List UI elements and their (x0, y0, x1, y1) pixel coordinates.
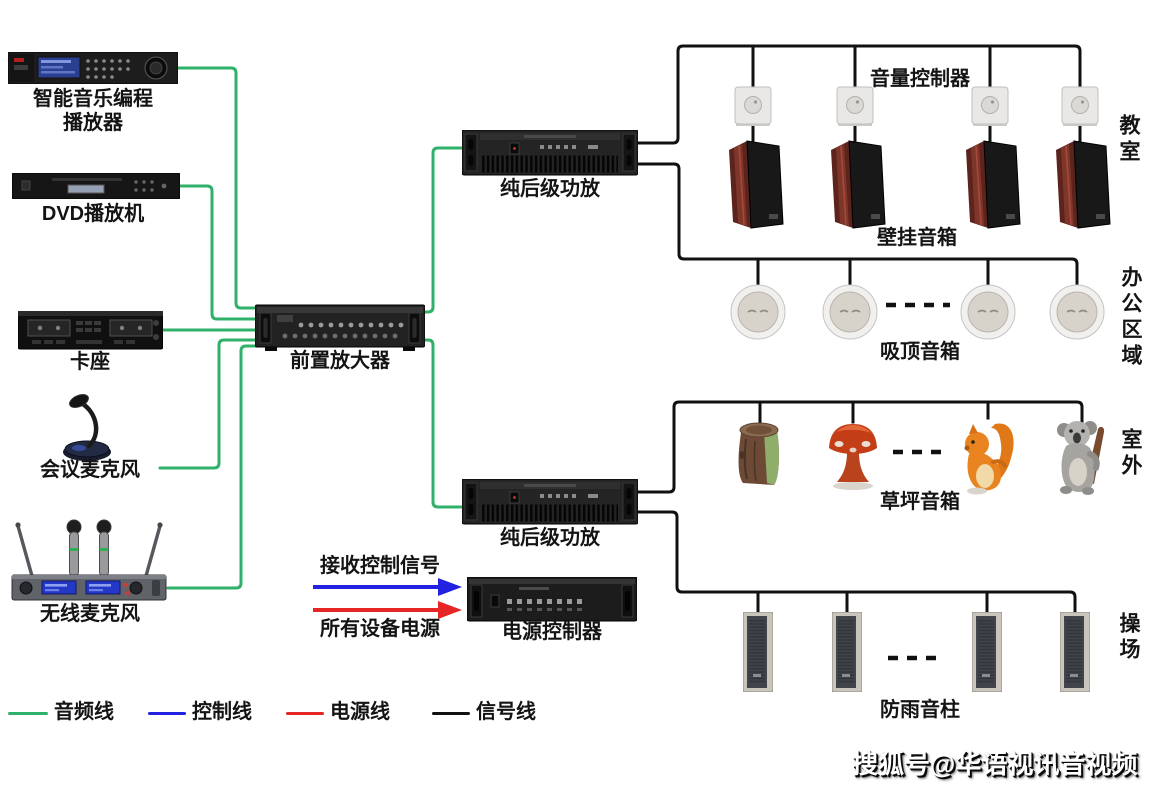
legend-audio-line-label: 音频线 (54, 701, 114, 723)
audio-line-preamp-to-amp-top (420, 146, 467, 314)
lawn-speaker-koala-image (1056, 414, 1108, 503)
zone-label-office: 办公区域 (1119, 266, 1142, 370)
column-speaker-label: 防雨音柱 (880, 699, 960, 721)
ceiling-speaker-label: 吸顶音箱 (880, 341, 960, 363)
wall-speaker-image (823, 138, 887, 237)
watermark-text: 搜狐号@华语视讯音视频 (852, 749, 1138, 779)
wall-speaker-image (721, 138, 785, 237)
zone-label-classroom: 教室 (1117, 114, 1140, 166)
column-speaker-image (1059, 611, 1091, 697)
lawn-speaker-label: 草坪音箱 (880, 491, 960, 513)
column-speaker-image (831, 611, 863, 697)
legend-signal-line-label: 信号线 (476, 701, 536, 723)
volume-controller-image (1061, 86, 1099, 133)
legend-audio-line-swatch (8, 712, 48, 715)
signal-bus-outdoor (634, 400, 1084, 494)
conference-mic-label: 会议麦克风 (40, 459, 140, 481)
legend-control-line-swatch (148, 712, 186, 715)
audio-line-confmic-to-preamp (158, 338, 260, 470)
wall-speaker-label: 壁挂音箱 (877, 227, 957, 249)
audio-line-music-to-preamp (174, 66, 260, 310)
legend-power-line-label: 电源线 (330, 701, 390, 723)
legend-control-line-label: 控制线 (192, 701, 252, 723)
volume-controller-image (734, 86, 772, 133)
ceiling-speaker-image (1049, 284, 1105, 345)
signal-bus-office (634, 162, 1079, 288)
audio-line-dvd-to-preamp (176, 184, 260, 321)
signal-bus-playground (634, 510, 1077, 615)
power-arrow-label: 所有设备电源 (320, 618, 440, 640)
legend-power-line-swatch (286, 712, 324, 715)
cassette-deck-label: 卡座 (70, 351, 110, 373)
volume-controller-label: 音量控制器 (870, 68, 970, 90)
ceiling-speaker-image (960, 284, 1016, 345)
wall-speaker-image (1048, 138, 1112, 237)
column-speaker-image (742, 611, 774, 697)
power-amp-bottom-image (461, 478, 639, 531)
preamplifier-image (254, 303, 426, 356)
lawn-speaker-squirrel-image (955, 414, 1019, 501)
wall-speaker-image (958, 138, 1022, 237)
power-amp-top-label: 纯后级功放 (500, 178, 600, 200)
conference-mic-image (55, 388, 117, 467)
music-player-label-line1: 智能音乐编程 (33, 88, 153, 110)
preamplifier-label: 前置放大器 (290, 350, 390, 372)
legend-signal-line-swatch (432, 712, 470, 715)
ceiling-speaker-image (822, 284, 878, 345)
lawn-speaker-mushroom-image (826, 420, 880, 495)
cassette-deck-image (17, 310, 164, 356)
power-controller-image (466, 576, 638, 628)
volume-controller-image (836, 86, 874, 133)
control-arrow-label: 接收控制信号 (320, 555, 440, 577)
music-player-image (7, 51, 179, 89)
ceiling-speaker-image (730, 284, 786, 345)
power-amp-bottom-label: 纯后级功放 (500, 527, 600, 549)
column-speaker-image (971, 611, 1003, 697)
volume-controller-image (971, 86, 1009, 133)
wireless-mic-label: 无线麦克风 (40, 603, 140, 625)
wireless-mic-image (10, 518, 168, 607)
audio-line-preamp-to-amp-bottom (420, 338, 467, 509)
signal-bus-classroom (634, 44, 1082, 145)
audio-line-wirelessmic-to-preamp (166, 344, 260, 590)
power-amp-top-image (461, 129, 639, 182)
zone-label-outdoor: 室外 (1119, 428, 1142, 480)
power-controller-label: 电源控制器 (502, 621, 602, 643)
zone-label-playground: 操场 (1117, 612, 1140, 664)
dvd-player-label: DVD播放机 (41, 203, 145, 225)
control-arrow-head (438, 578, 462, 596)
power-arrow-head (438, 601, 462, 619)
music-player-label-line2: 播放器 (63, 112, 123, 134)
dvd-player-image (11, 172, 181, 204)
lawn-speaker-stump-image (734, 419, 784, 496)
